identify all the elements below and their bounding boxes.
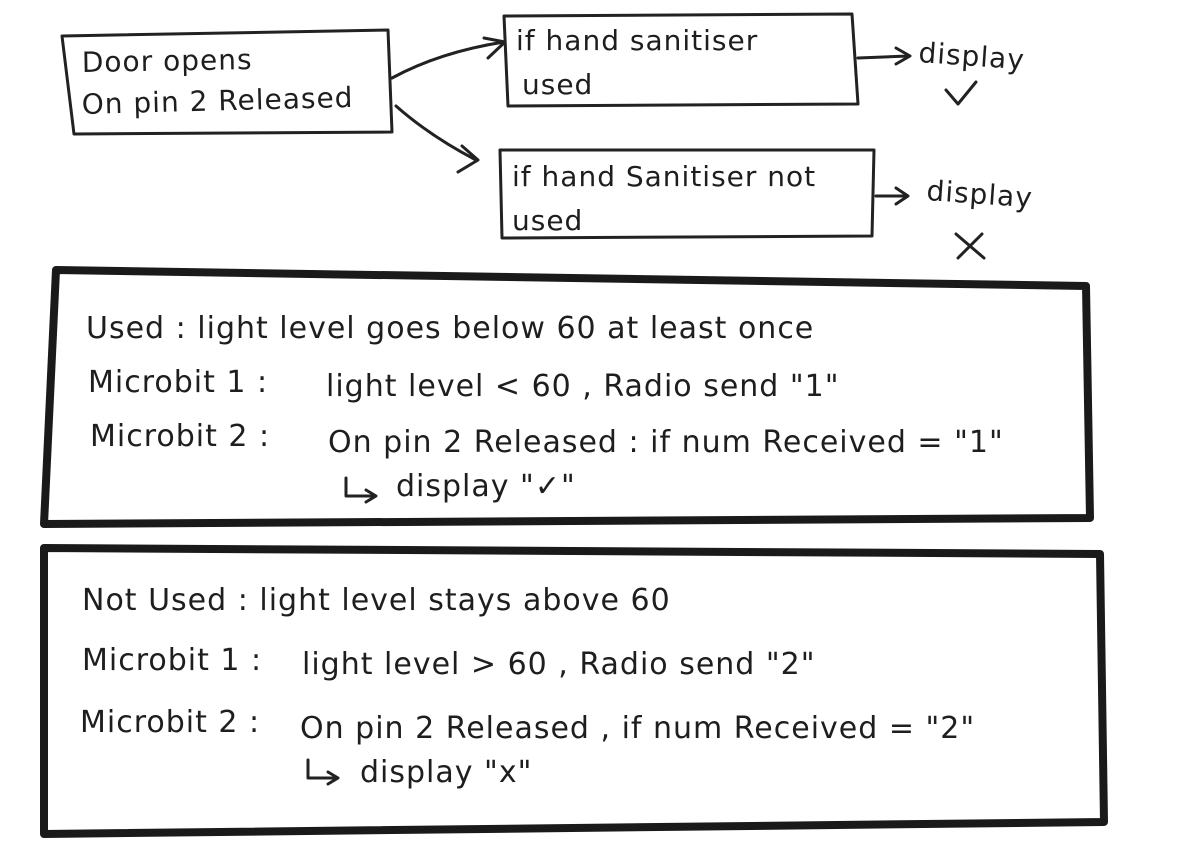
check-mark-icon: [944, 80, 978, 106]
not-used-microbit1-label: Microbit 1 :: [82, 643, 262, 678]
not-used-microbit1-text: light level > 60 , Radio send "2": [302, 647, 816, 682]
branch-not-used-box: if hand Sanitiser not used: [498, 148, 876, 240]
arrow-to-display-cross: [874, 186, 910, 206]
display-cross-label: display: [926, 174, 1034, 214]
used-sub-arrow: [344, 476, 378, 504]
not-used-definition: Not Used : light level stays above 60: [82, 583, 671, 618]
used-microbit1-text: light level < 60 , Radio send "1": [326, 369, 840, 404]
branch-used-line-1: if hand sanitiser: [516, 24, 758, 57]
branch-used-line-2: used: [522, 68, 593, 101]
used-microbit2-label: Microbit 2 :: [90, 419, 270, 454]
used-microbit2-text: On pin 2 Released : if num Received = "1…: [328, 425, 1004, 460]
trigger-line-2: On pin 2 Released: [81, 81, 354, 121]
display-check-label: display: [918, 36, 1026, 76]
not-used-microbit2-label: Microbit 2 :: [80, 705, 260, 740]
not-used-microbit2-text: On pin 2 Released , if num Received = "2…: [300, 711, 975, 746]
branch-not-used-line-2: used: [512, 204, 583, 237]
used-definition: Used : light level goes below 60 at leas…: [86, 311, 814, 346]
cross-mark-icon: [954, 232, 986, 260]
arrow-to-display-check: [856, 46, 912, 66]
branch-used-box: if hand sanitiser used: [502, 12, 860, 108]
not-used-sub-arrow: [306, 758, 340, 786]
not-used-panel: Not Used : light level stays above 60 Mi…: [40, 544, 1108, 838]
trigger-line-1: Door opens: [82, 43, 253, 79]
used-microbit1-label: Microbit 1 :: [88, 365, 268, 400]
branch-not-used-line-1: if hand Sanitiser not: [512, 160, 816, 193]
trigger-box: Door opens On pin 2 Released: [60, 28, 394, 136]
arrow-to-used: [390, 36, 507, 80]
used-microbit2-sub: display "✓": [396, 469, 576, 504]
used-panel: Used : light level goes below 60 at leas…: [40, 266, 1094, 528]
arrow-to-not-used: [394, 104, 480, 174]
not-used-microbit2-sub: display "x": [360, 755, 532, 790]
